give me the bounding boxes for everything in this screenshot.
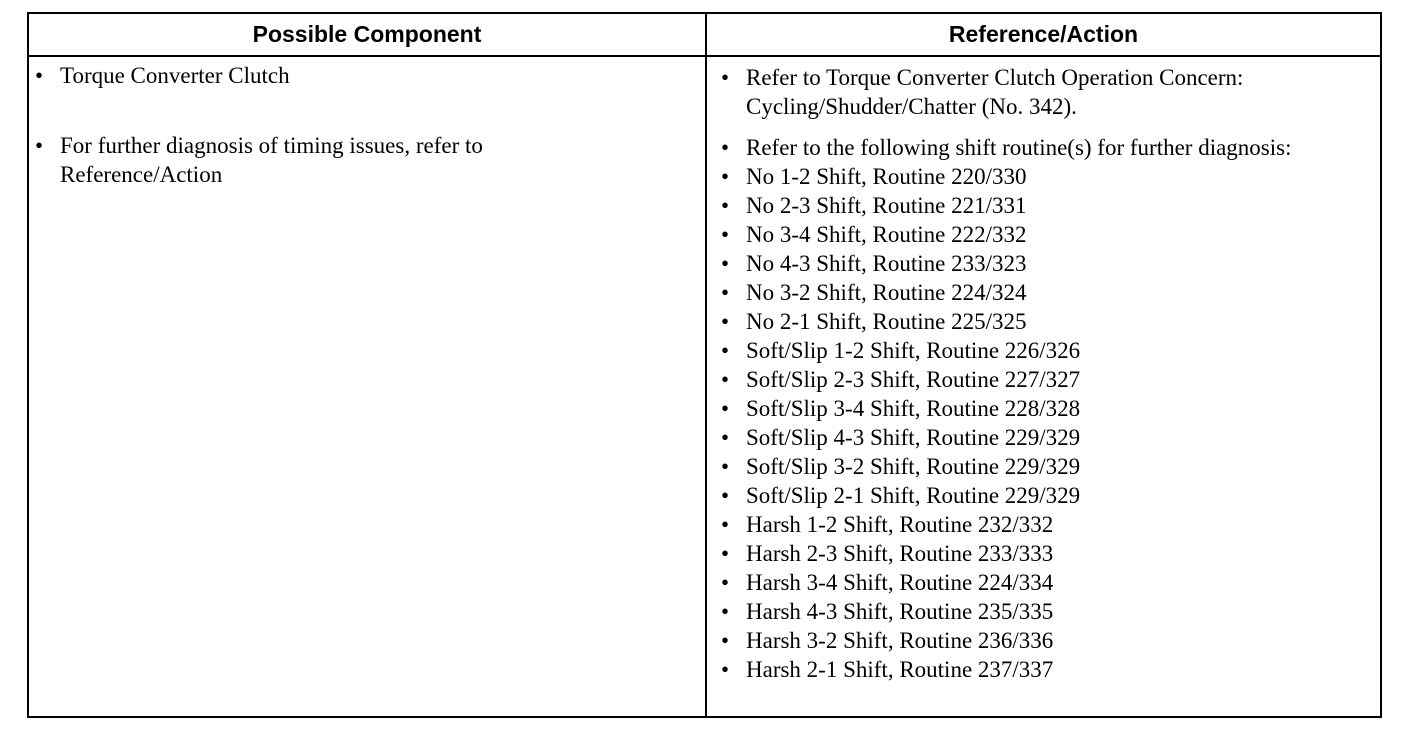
routine-item: • Harsh 3-4 Shift, Routine 224/334	[721, 568, 1360, 597]
bullet-icon: •	[721, 396, 730, 421]
action-column: • Refer to Torque Converter Clutch Opera…	[707, 57, 1380, 716]
routine-text: Soft/Slip 2-3 Shift, Routine 227/327	[746, 367, 1081, 392]
bullet-icon: •	[721, 222, 730, 247]
routine-item: • No 1-2 Shift, Routine 220/330	[721, 162, 1360, 191]
routine-text: Soft/Slip 4-3 Shift, Routine 229/329	[746, 425, 1081, 450]
bullet-icon: •	[721, 541, 730, 566]
routine-text: Harsh 3-4 Shift, Routine 224/334	[746, 570, 1054, 595]
routine-text: No 3-4 Shift, Routine 222/332	[746, 222, 1027, 247]
bullet-icon: •	[721, 280, 730, 305]
component-item: • Torque Converter Clutch	[35, 61, 605, 90]
bullet-icon: •	[721, 193, 730, 218]
routine-item: • Soft/Slip 2-3 Shift, Routine 227/327	[721, 365, 1360, 394]
header-reference-action: Reference/Action	[707, 14, 1380, 57]
bullet-icon: •	[721, 657, 730, 682]
routine-text: Harsh 1-2 Shift, Routine 232/332	[746, 512, 1054, 537]
routine-text: Soft/Slip 3-4 Shift, Routine 228/328	[746, 396, 1081, 421]
routine-text: No 1-2 Shift, Routine 220/330	[746, 164, 1027, 189]
bullet-icon: •	[35, 133, 44, 158]
action-text: Refer to the following shift routine(s) …	[746, 135, 1292, 160]
routine-text: Soft/Slip 3-2 Shift, Routine 229/329	[746, 454, 1081, 479]
routine-item: • Soft/Slip 4-3 Shift, Routine 229/329	[721, 423, 1360, 452]
bullet-icon: •	[721, 338, 730, 363]
bullet-icon: •	[721, 425, 730, 450]
routine-text: No 3-2 Shift, Routine 224/324	[746, 280, 1027, 305]
routine-item: • No 3-4 Shift, Routine 222/332	[721, 220, 1360, 249]
routine-item: • Soft/Slip 1-2 Shift, Routine 226/326	[721, 336, 1360, 365]
routine-text: Soft/Slip 1-2 Shift, Routine 226/326	[746, 338, 1081, 363]
routine-item: • Soft/Slip 3-2 Shift, Routine 229/329	[721, 452, 1360, 481]
component-list: • Torque Converter Clutch • For further …	[35, 61, 605, 189]
bullet-icon: •	[35, 63, 44, 88]
bullet-icon: •	[721, 367, 730, 392]
bullet-icon: •	[721, 65, 730, 90]
routine-item: • Harsh 1-2 Shift, Routine 232/332	[721, 510, 1360, 539]
diagnosis-table: Possible Component Reference/Action • To…	[27, 12, 1382, 718]
routine-item: • No 2-1 Shift, Routine 225/325	[721, 307, 1360, 336]
component-column: • Torque Converter Clutch • For further …	[29, 57, 707, 716]
action-item: • Refer to the following shift routine(s…	[721, 133, 1360, 162]
bullet-icon: •	[721, 454, 730, 479]
routine-text: Soft/Slip 2-1 Shift, Routine 229/329	[746, 483, 1081, 508]
routine-item: • Harsh 2-1 Shift, Routine 237/337	[721, 655, 1360, 684]
component-item: • For further diagnosis of timing issues…	[35, 131, 605, 189]
routine-item: • Harsh 3-2 Shift, Routine 236/336	[721, 626, 1360, 655]
routine-text: Harsh 4-3 Shift, Routine 235/335	[746, 599, 1054, 624]
bullet-icon: •	[721, 570, 730, 595]
action-list: • Refer to Torque Converter Clutch Opera…	[721, 63, 1360, 684]
routine-item: • No 4-3 Shift, Routine 233/323	[721, 249, 1360, 278]
routine-list: • No 1-2 Shift, Routine 220/330 • No 2-3 Sh…	[721, 162, 1360, 684]
bullet-icon: •	[721, 309, 730, 334]
routine-item: • Soft/Slip 2-1 Shift, Routine 229/329	[721, 481, 1360, 510]
component-text: Torque Converter Clutch	[60, 63, 290, 88]
routine-text: Harsh 3-2 Shift, Routine 236/336	[746, 628, 1054, 653]
routine-item: • No 3-2 Shift, Routine 224/324	[721, 278, 1360, 307]
routine-item: • Harsh 4-3 Shift, Routine 235/335	[721, 597, 1360, 626]
routine-text: No 4-3 Shift, Routine 233/323	[746, 251, 1027, 276]
routine-text: No 2-1 Shift, Routine 225/325	[746, 309, 1027, 334]
action-item: • Refer to Torque Converter Clutch Opera…	[721, 63, 1360, 121]
bullet-icon: •	[721, 599, 730, 624]
bullet-icon: •	[721, 483, 730, 508]
routine-text: Harsh 2-1 Shift, Routine 237/337	[746, 657, 1054, 682]
routine-item: • Soft/Slip 3-4 Shift, Routine 228/328	[721, 394, 1360, 423]
header-possible-component: Possible Component	[29, 14, 707, 57]
bullet-icon: •	[721, 135, 730, 160]
bullet-icon: •	[721, 164, 730, 189]
bullet-icon: •	[721, 512, 730, 537]
routine-text: Harsh 2-3 Shift, Routine 233/333	[746, 541, 1054, 566]
action-text: Refer to Torque Converter Clutch Operati…	[746, 65, 1244, 119]
routine-item: • No 2-3 Shift, Routine 221/331	[721, 191, 1360, 220]
bullet-icon: •	[721, 628, 730, 653]
routine-item: • Harsh 2-3 Shift, Routine 233/333	[721, 539, 1360, 568]
bullet-icon: •	[721, 251, 730, 276]
component-text: For further diagnosis of timing issues, …	[60, 133, 483, 187]
routine-text: No 2-3 Shift, Routine 221/331	[746, 193, 1027, 218]
